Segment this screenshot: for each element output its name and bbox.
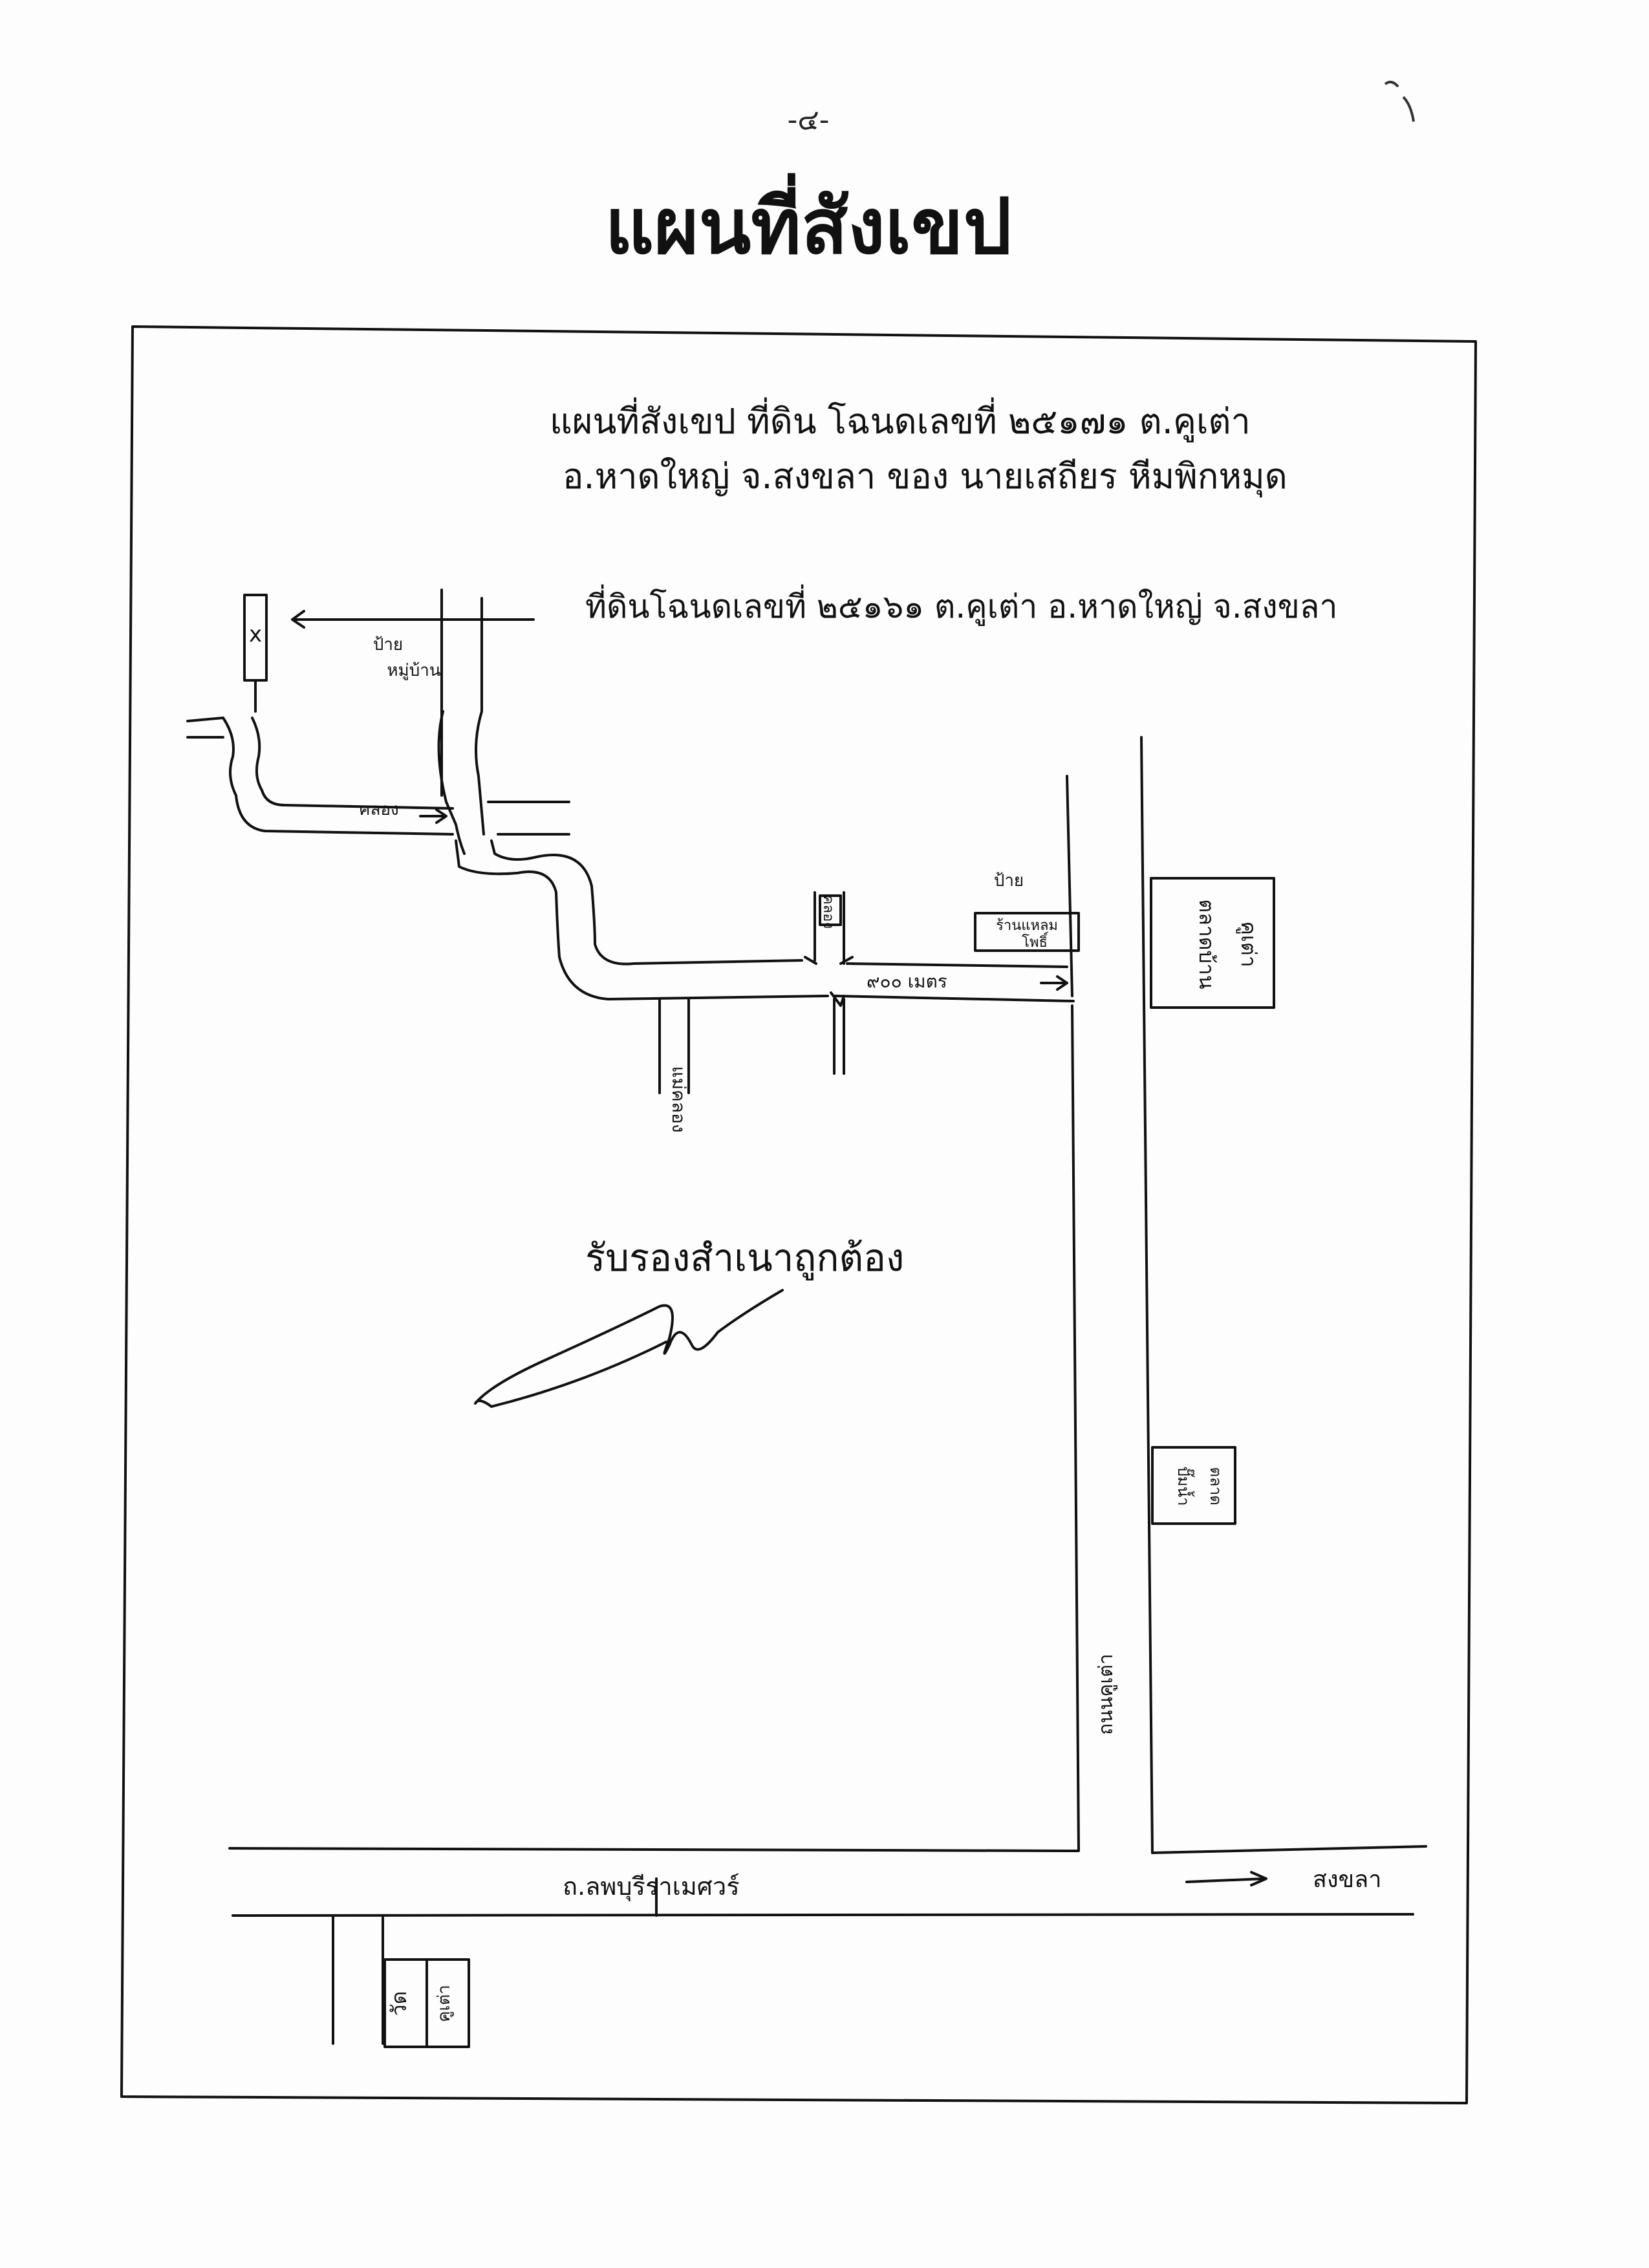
corner-scribble-icon [1384,80,1415,122]
ditch-label: คลอง [820,895,836,929]
map-heading-line3: ที่ดินโฉนดเลขที่ ๒๕๑๖๑ ต.คูเต่า อ.หาดใหญ… [585,585,1338,626]
shop-sign-top: ป้าย [994,871,1024,891]
direction-label: สงขลา [1313,1866,1381,1893]
gas-label-line2: ตลาด [1207,1467,1225,1505]
page-number: -๔- [787,103,830,136]
winding-road-inner [251,717,454,810]
road-vertical-right [1140,736,1154,1854]
village-sign-bottom: หมู่บ้าน [387,661,440,680]
highway-bottom [232,1913,1414,1917]
canal-lower-label: แม่คลอง [668,1066,689,1133]
market-label-line2: คูเต่า [1236,921,1261,967]
ditch-label-box [819,894,842,926]
market-label-line1: ตลาดบ้าน [1194,899,1219,989]
canal-upper-label: คลอง [359,800,399,819]
winding-road-lower-outer [455,839,829,1000]
gas-station-box [1151,1446,1236,1525]
village-sign-top: ป้าย [373,635,403,654]
signature-mark [474,1289,784,1408]
plot-marker-label: x [249,621,262,647]
temple-label-line2: คูเต่า [435,1985,454,2022]
map-frame [120,325,1477,2104]
market-box [1150,877,1275,1009]
temple-label-line1: วัด [387,1991,411,2016]
road-horizontal-label: ถ.ลพบุรีราเมศวร์ [563,1872,740,1901]
page-title: แผนที่สังเขป [605,182,1012,271]
distance-label: ๙๐๐ เมตร [867,971,947,992]
map-heading-line2: อ.หาดใหญ่ จ.สงขลา ของ นายเสถียร หีมพิกหม… [563,456,1288,498]
winding-road-lower-inner [490,839,803,966]
shop-sign-box [974,912,1080,952]
certification-stamp: รับรองสำเนาถูกต้อง [585,1236,904,1280]
shop-sign-bottom2: โพธิ์ [1022,932,1049,951]
map-heading-line1: แผนที่สังเขป ที่ดิน โฉนดเลขที่ ๒๕๑๗๑ ต.ค… [550,397,1251,442]
road-vertical-left [1066,775,1073,997]
shop-sign-bottom: ร้านแหลม [996,918,1058,934]
road-vertical-label: ถนนคูเต่า [1095,1654,1117,1735]
highway-top [228,1847,1080,1852]
gas-label-line1: ปั๊มน้ำ [1174,1467,1195,1506]
winding-road-outer [222,717,454,836]
